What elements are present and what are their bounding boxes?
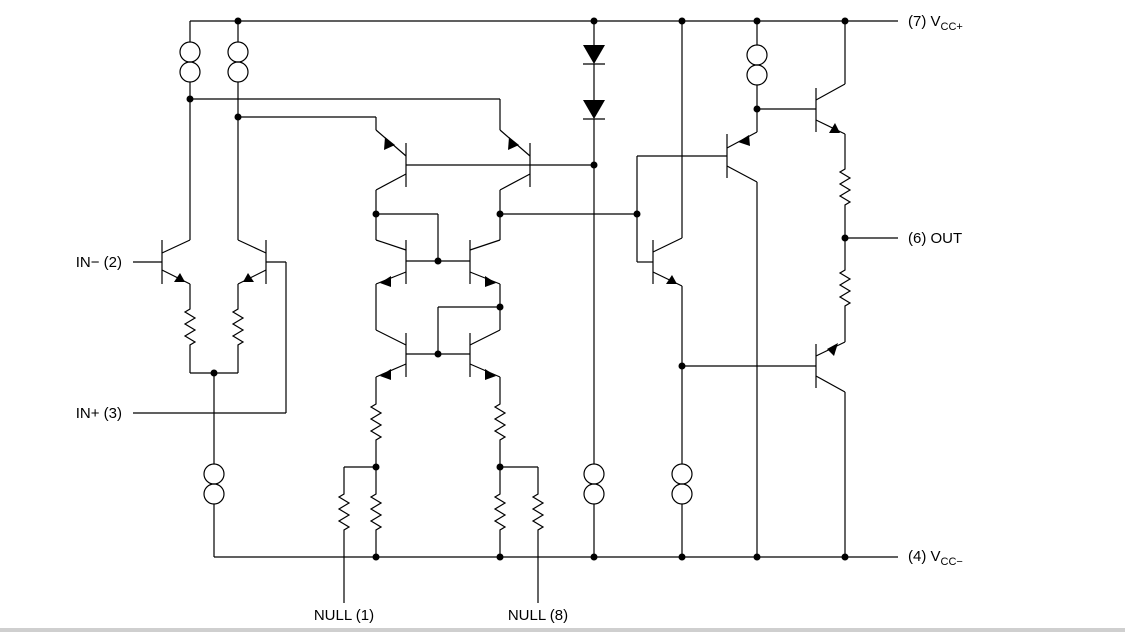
transistor-q11-output-npn bbox=[757, 21, 851, 342]
transistor-q7 bbox=[370, 329, 407, 467]
vcc-minus-label: (4) VCC− bbox=[908, 548, 963, 568]
transistor-q6 bbox=[469, 214, 501, 330]
transistor-q4 bbox=[499, 129, 531, 214]
transistor-q1 bbox=[133, 239, 196, 373]
junction-dots bbox=[186, 17, 849, 561]
in-plus-label: IN+ (3) bbox=[76, 405, 122, 422]
current-source-q1-bias bbox=[179, 21, 201, 240]
bottom-border bbox=[0, 628, 1125, 632]
bias-wires bbox=[190, 98, 501, 130]
null-resistors-right bbox=[494, 466, 544, 603]
transistor-q10 bbox=[726, 131, 758, 557]
q7-q8-base-line bbox=[406, 306, 500, 355]
current-source-q2-bias bbox=[227, 21, 249, 240]
second-stage-wires bbox=[500, 155, 727, 263]
transistor-q9 bbox=[652, 21, 693, 557]
in-minus-label: IN− (2) bbox=[76, 254, 122, 271]
transistor-q2 bbox=[133, 239, 287, 414]
vcc-plus-label: (7) VCC+ bbox=[908, 13, 963, 33]
transistor-q12-output-pnp bbox=[682, 341, 846, 557]
diode-string bbox=[583, 21, 605, 557]
transistor-q8 bbox=[469, 329, 506, 467]
transistor-q3 bbox=[375, 129, 407, 214]
transistor-q5 bbox=[375, 213, 439, 330]
tail-current-source bbox=[190, 372, 238, 557]
null-resistors-left bbox=[338, 466, 382, 603]
null1-label: NULL (1) bbox=[314, 607, 374, 624]
out-label: (6) OUT bbox=[908, 230, 962, 247]
null8-label: NULL (8) bbox=[508, 607, 568, 624]
output-bias-source bbox=[746, 21, 768, 132]
